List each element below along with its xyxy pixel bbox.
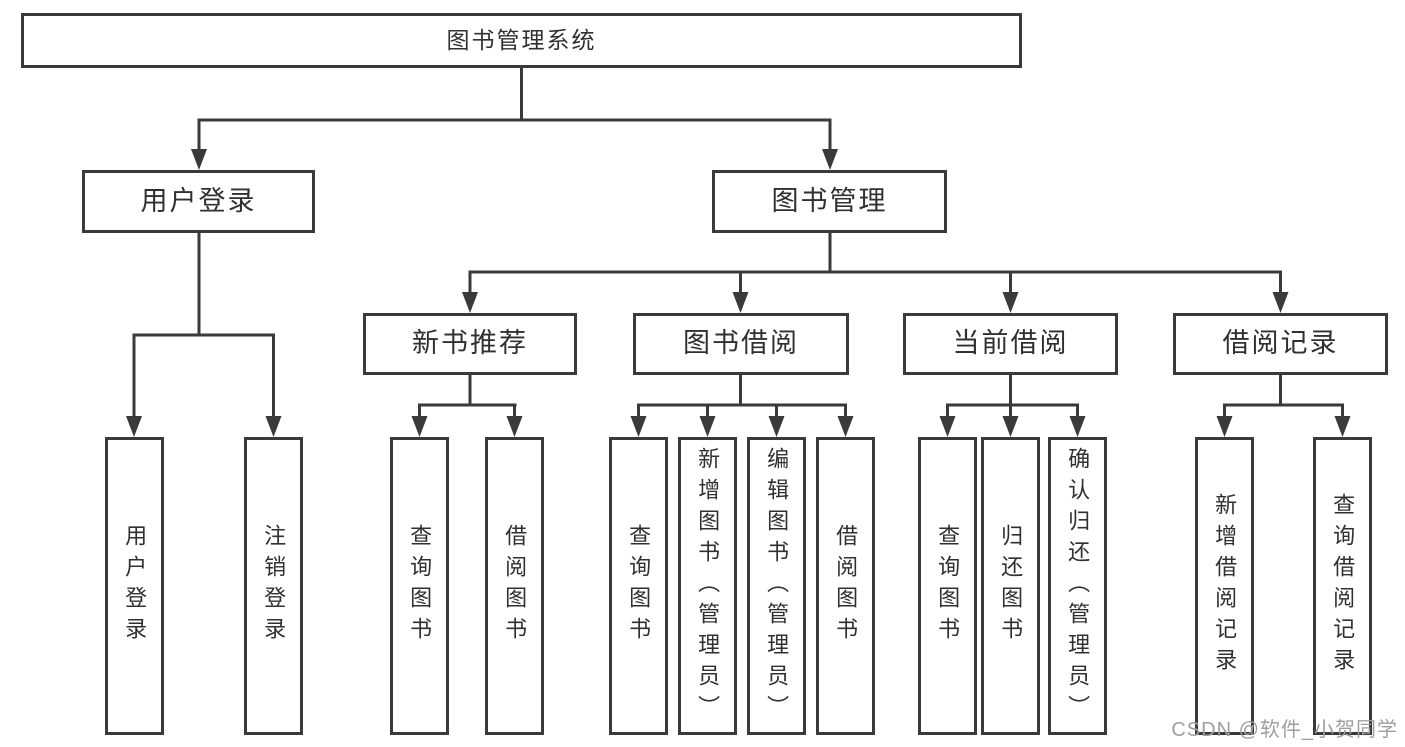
node-label: 查询借阅记录 <box>1330 493 1356 679</box>
node-label: 新增图书（管理员） <box>695 446 721 726</box>
connector-book-borrowing <box>637 375 847 422</box>
arrowhead <box>265 416 282 437</box>
node-label: 确认归还（管理员） <box>1065 446 1091 726</box>
arrowhead <box>630 416 647 437</box>
arrowhead <box>1272 292 1289 313</box>
node-label: 借阅记录 <box>1222 328 1339 359</box>
arrowhead <box>1002 416 1019 437</box>
connector-borrowing-records <box>1223 375 1344 422</box>
node-borrowing-records: 借阅记录 <box>1173 313 1388 375</box>
node-leaf-add-borrow-record: 新增借阅记录 <box>1195 437 1254 735</box>
arrowhead <box>1069 416 1086 437</box>
node-book-borrowing: 图书借阅 <box>633 313 849 375</box>
connector-new-book-recommendation <box>418 375 517 422</box>
node-label: 当前借阅 <box>952 328 1069 359</box>
node-user-login-branch: 用户登录 <box>82 170 315 233</box>
node-leaf-borrow-books: 借阅图书 <box>816 437 875 735</box>
node-leaf-query-books-current: 查询图书 <box>918 437 977 735</box>
node-library-management-system: 图书管理系统 <box>21 13 1022 68</box>
node-leaf-edit-books-admin: 编辑图书（管理员） <box>747 437 806 735</box>
node-leaf-query-borrow-record: 查询借阅记录 <box>1313 437 1372 735</box>
csdn-watermark: CSDN @软件_小贺同学 <box>1171 719 1398 741</box>
arrowhead <box>1216 416 1233 437</box>
arrowhead <box>837 416 854 437</box>
node-leaf-return-books: 归还图书 <box>981 437 1040 735</box>
node-leaf-logout: 注销登录 <box>244 437 303 735</box>
arrowhead <box>1002 292 1019 313</box>
node-label: 新书推荐 <box>412 328 528 359</box>
arrowhead <box>732 292 749 313</box>
arrowhead <box>411 416 428 437</box>
node-label: 查询图书 <box>407 524 433 648</box>
arrowhead <box>506 416 523 437</box>
arrowhead <box>1334 416 1351 437</box>
node-leaf-query-books-borrowing: 查询图书 <box>609 437 668 735</box>
node-label: 新增借阅记录 <box>1212 493 1238 679</box>
connector-user-login <box>132 233 275 422</box>
connector-current-borrowing <box>946 375 1079 422</box>
node-label: 注销登录 <box>261 524 287 648</box>
arrowhead <box>768 416 785 437</box>
node-label: 编辑图书（管理员） <box>764 446 790 726</box>
node-label: 图书借阅 <box>683 328 799 359</box>
node-current-borrowing: 当前借阅 <box>903 313 1118 375</box>
arrowhead <box>126 416 142 437</box>
node-label: 用户登录 <box>122 524 148 648</box>
node-leaf-query-books-recommend: 查询图书 <box>390 437 449 735</box>
node-label: 用户登录 <box>140 185 257 216</box>
arrowhead <box>191 149 207 170</box>
connector-book-management <box>468 233 1282 298</box>
arrowhead <box>699 416 716 437</box>
node-new-book-recommendation: 新书推荐 <box>363 313 577 375</box>
node-label: 查询图书 <box>935 524 961 648</box>
node-label: 归还图书 <box>998 524 1024 648</box>
arrowhead <box>462 292 478 313</box>
connector-root <box>197 67 832 156</box>
node-book-management-branch: 图书管理 <box>712 170 947 233</box>
node-label: 图书管理系统 <box>446 27 597 54</box>
arrowhead <box>939 416 956 437</box>
node-label: 借阅图书 <box>833 524 859 648</box>
node-label: 查询图书 <box>626 524 652 648</box>
arrowhead <box>822 149 838 170</box>
node-leaf-add-books-admin: 新增图书（管理员） <box>678 437 737 735</box>
node-leaf-borrow-books-recommend: 借阅图书 <box>485 437 544 735</box>
node-leaf-confirm-return-admin: 确认归还（管理员） <box>1048 437 1107 735</box>
node-leaf-user-login: 用户登录 <box>105 437 164 735</box>
node-label: 图书管理 <box>771 185 888 216</box>
node-label: 借阅图书 <box>502 524 528 648</box>
